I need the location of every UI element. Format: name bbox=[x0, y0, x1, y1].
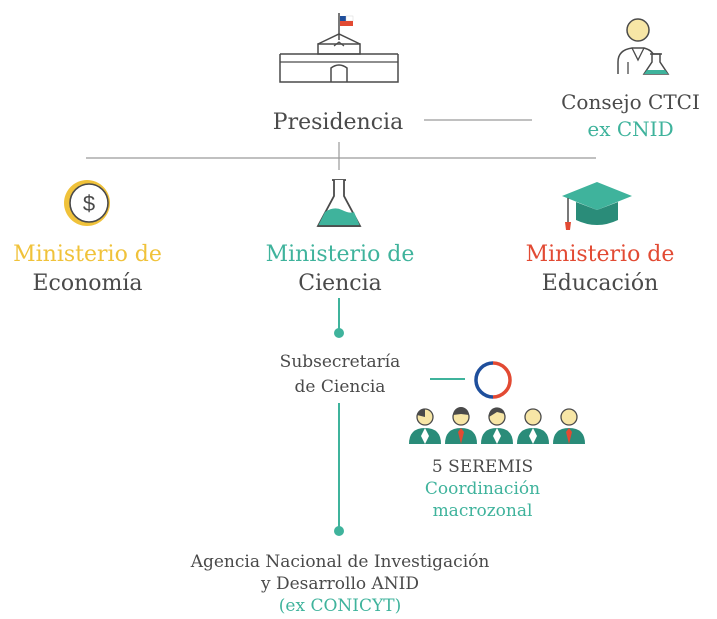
agencia-ex-conicyt: (ex CONICYT) bbox=[278, 596, 402, 616]
ministerio-economia-line1: Ministerio de bbox=[13, 242, 162, 267]
ministerio-ciencia-line2: Ciencia bbox=[298, 271, 382, 296]
subsecretaria-line2: de Ciencia bbox=[294, 377, 386, 397]
person-icon bbox=[445, 407, 477, 444]
agencia-line1: Agencia Nacional de Investigación bbox=[190, 552, 490, 572]
ministerio-educacion-line1: Ministerio de bbox=[525, 242, 675, 267]
ring-icon bbox=[474, 361, 512, 399]
ministerio-economia-line2: Economía bbox=[32, 271, 143, 296]
scientist-icon bbox=[617, 18, 670, 75]
seremis-macrozonal-label: macrozonal bbox=[432, 501, 533, 521]
presidencia-label: Presidencia bbox=[272, 110, 404, 135]
person-icon bbox=[517, 408, 549, 444]
consejo-ctci-label: Consejo CTCI bbox=[561, 90, 700, 114]
agencia-line2: y Desarrollo ANID bbox=[260, 574, 420, 594]
palace-icon bbox=[279, 13, 399, 83]
flask-icon bbox=[316, 179, 362, 227]
seremis-coordinacion-label: Coordinación bbox=[424, 479, 541, 499]
subsecretaria-label: Subsecretaría de Ciencia bbox=[250, 350, 430, 400]
person-icon bbox=[409, 408, 441, 444]
person-icon bbox=[481, 407, 513, 444]
subsecretaria-line1: Subsecretaría bbox=[279, 352, 401, 372]
ministerio-educacion-line2: Educación bbox=[541, 271, 659, 296]
graduation-cap-icon bbox=[562, 182, 632, 230]
seremis-count-label: 5 SEREMIS bbox=[431, 457, 534, 477]
coin-icon: $ bbox=[64, 180, 110, 226]
ministerio-ciencia-line1: Ministerio de bbox=[265, 242, 415, 267]
consejo-ex-cnid-label: ex CNID bbox=[587, 117, 674, 141]
person-icon bbox=[553, 408, 585, 444]
svg-text:$: $ bbox=[83, 191, 95, 216]
seremis-people bbox=[409, 407, 585, 444]
